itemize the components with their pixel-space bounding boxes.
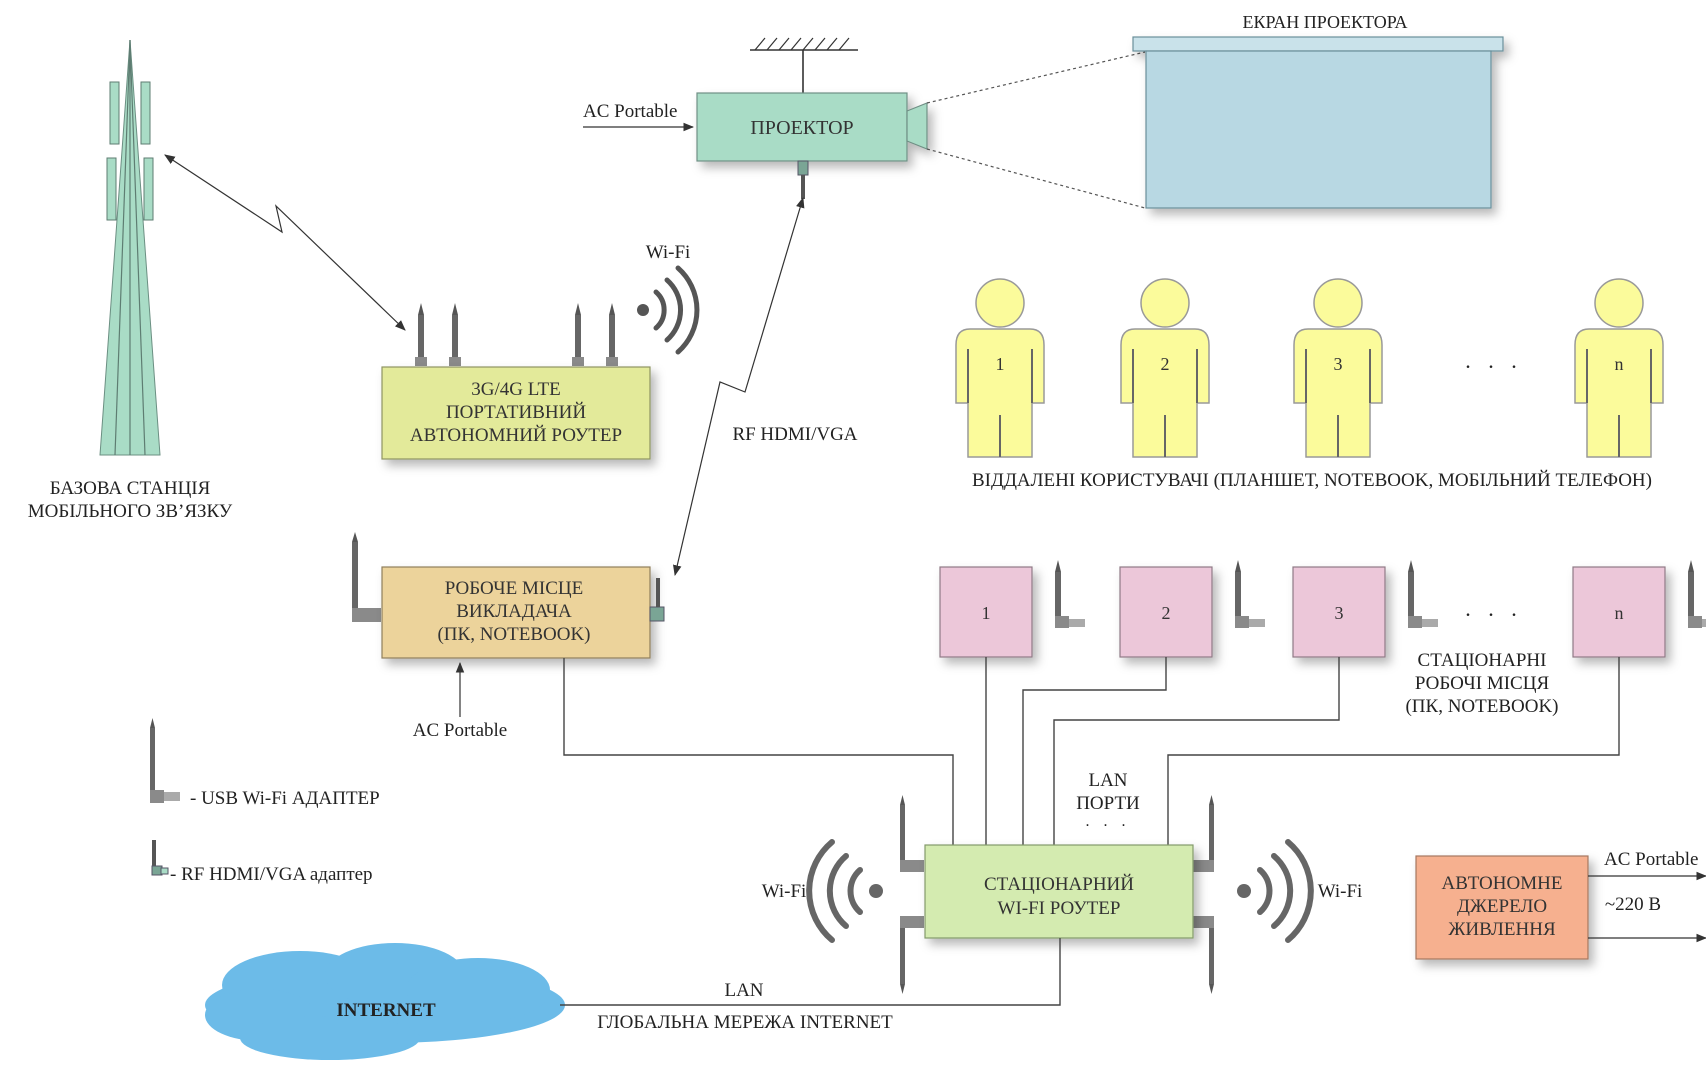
teacher-label-line1: РОБОЧЕ МІСЦЕ bbox=[445, 578, 583, 599]
projector-ac-portable-label: AC Portable bbox=[583, 101, 677, 122]
lan-ports-label-line2: ПОРТИ bbox=[1076, 793, 1140, 814]
base-station-label-line1: БАЗОВА СТАНЦІЯ bbox=[50, 478, 211, 499]
legend-rf-label: - RF HDMI/VGA адаптер bbox=[170, 864, 373, 885]
workstation-n[interactable] bbox=[1572, 560, 1706, 658]
teacher-rf-adapter bbox=[649, 578, 665, 622]
lan-ports-ellipsis: . . . bbox=[1086, 813, 1131, 830]
global-network-label: ГЛОБАЛЬНА МЕРЕЖА INTERNET bbox=[597, 1012, 893, 1033]
stationary-caption-line2: РОБОЧІ МІСЦЯ bbox=[1415, 673, 1550, 694]
wifi-waves-icon bbox=[806, 839, 883, 943]
internet-lan-label: LAN bbox=[724, 980, 763, 1001]
teacher-usb-adapter bbox=[352, 532, 381, 622]
projector[interactable] bbox=[696, 92, 928, 162]
workstation-n-number: n bbox=[1615, 603, 1624, 623]
lte-router[interactable] bbox=[381, 366, 651, 460]
lte-router-label-line1: 3G/4G LTE bbox=[471, 379, 561, 400]
cell-tower-icon bbox=[99, 39, 161, 456]
teacher-label-line3: (ПК, NOTEBOOK) bbox=[437, 624, 590, 645]
internet-lan-cable bbox=[560, 938, 1061, 1006]
remote-user-n-number: n bbox=[1615, 354, 1624, 374]
router-wifi-label-right: Wi-Fi bbox=[1318, 881, 1363, 902]
workstation-1-number: 1 bbox=[982, 603, 991, 623]
power-source[interactable] bbox=[1415, 855, 1589, 960]
lte-wifi-label: Wi-Fi bbox=[646, 242, 691, 263]
wifi-router-label-line2: WI-FI РОУТЕР bbox=[998, 898, 1121, 919]
power-source-label-line2: ДЖЕРЕЛО bbox=[1457, 896, 1547, 917]
power-source-label-line3: ЖИВЛЕННЯ bbox=[1448, 919, 1556, 940]
ceiling-mount bbox=[750, 37, 858, 93]
wifi-waves-icon bbox=[637, 265, 700, 355]
lan-cables bbox=[563, 657, 1620, 845]
rf-hdmi-adapter-icon bbox=[151, 840, 169, 876]
rf-hdmi-label: RF HDMI/VGA bbox=[732, 424, 857, 445]
workstations-ellipsis: . . . bbox=[1465, 596, 1523, 621]
remote-user-2-number: 2 bbox=[1161, 354, 1170, 374]
lan-ports-label-line1: LAN bbox=[1088, 770, 1127, 791]
lte-router-label-line2: ПОРТАТИВНИЙ bbox=[446, 402, 586, 423]
teacher-label-line2: ВИКЛАДАЧА bbox=[456, 601, 572, 622]
remote-user-1-number: 1 bbox=[996, 354, 1005, 374]
workstation-1[interactable] bbox=[939, 560, 1085, 658]
workstation-3[interactable] bbox=[1292, 560, 1438, 658]
usb-wifi-adapter-icon bbox=[150, 718, 180, 803]
power-voltage-label: ~220 В bbox=[1605, 894, 1661, 915]
cellular-link bbox=[164, 154, 406, 331]
base-station-label-line2: МОБІЛЬНОГО ЗВ’ЯЗКУ bbox=[28, 501, 233, 522]
workstation-3-number: 3 bbox=[1335, 603, 1344, 623]
remote-user-3-number: 3 bbox=[1334, 354, 1343, 374]
wifi-waves-icon bbox=[1237, 839, 1314, 943]
workstation-2[interactable] bbox=[1119, 560, 1265, 658]
legend-usb-label: - USB Wi-Fi АДАПТЕР bbox=[190, 788, 380, 809]
projector-label: ПРОЕКТОР bbox=[750, 117, 853, 139]
stationary-caption-line1: СТАЦІОНАРНІ bbox=[1418, 650, 1547, 671]
wifi-router-label-line1: СТАЦІОНАРНИЙ bbox=[984, 874, 1134, 895]
wifi-router-antennas bbox=[900, 795, 1214, 994]
projection-beam-bottom bbox=[926, 148, 1146, 209]
lte-router-label-line3: АВТОНОМНИЙ РОУТЕР bbox=[410, 425, 622, 446]
remote-users-caption: ВІДДАЛЕНІ КОРИСТУВАЧІ (ПЛАНШЕТ, NOTEBOOK… bbox=[972, 470, 1652, 491]
stationary-caption-line3: (ПК, NOTEBOOK) bbox=[1405, 696, 1558, 717]
cloud-icon bbox=[205, 943, 565, 1060]
rf-hdmi-adapter-icon bbox=[797, 160, 809, 199]
internet-label: INTERNET bbox=[336, 1000, 436, 1021]
power-source-label-line1: АВТОНОМНЕ bbox=[1442, 873, 1563, 894]
projector-screen bbox=[1132, 36, 1504, 209]
rf-hdmi-link bbox=[672, 196, 805, 577]
projection-beam-top bbox=[926, 51, 1146, 104]
router-wifi-label-left: Wi-Fi bbox=[762, 881, 807, 902]
workstation-2-number: 2 bbox=[1162, 603, 1171, 623]
power-ac-portable-label: AC Portable bbox=[1604, 849, 1698, 870]
lte-router-antennas bbox=[415, 303, 618, 366]
screen-label: ЕКРАН ПРОЕКТОРА bbox=[1243, 12, 1408, 32]
remote-users-ellipsis: . . . bbox=[1465, 348, 1523, 373]
wifi-router[interactable] bbox=[924, 844, 1194, 939]
teacher-ac-portable-label: AC Portable bbox=[413, 720, 507, 741]
